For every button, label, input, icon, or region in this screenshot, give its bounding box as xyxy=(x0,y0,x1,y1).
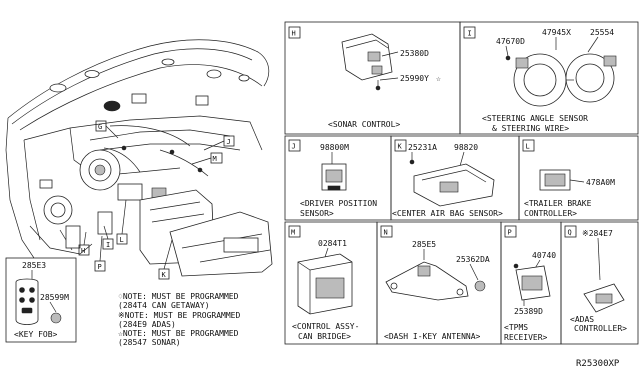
panel-j-letter: J xyxy=(292,143,296,151)
part-25554: 25554 xyxy=(590,28,614,37)
key-fob-caption: <KEY FOB> xyxy=(14,330,58,339)
key-blade xyxy=(50,312,62,324)
antenna-clip xyxy=(474,280,486,292)
note-line-6: (28547 SONAR) xyxy=(118,338,181,347)
callout-g: G xyxy=(98,123,102,131)
i-key-antenna xyxy=(385,261,469,301)
panel-n-caption: <DASH I-KEY ANTENNA> xyxy=(384,332,481,341)
part-25362da: 25362DA xyxy=(456,255,490,264)
panel-k-letter: K xyxy=(398,143,403,151)
part-98820: 98820 xyxy=(454,143,478,152)
panel-q-caption-2: CONTROLLER> xyxy=(574,324,627,333)
note-line-5: ☆NOTE: MUST BE PROGRAMMED xyxy=(118,329,239,338)
part-25389d: 25389D xyxy=(514,307,543,316)
panel-m-letter: M xyxy=(291,229,295,237)
diagram-id: R25300XP xyxy=(576,359,620,369)
callout-m: M xyxy=(213,155,217,163)
panel-l-caption-2: CONTROLLER> xyxy=(524,209,577,218)
callout-i: I xyxy=(106,241,110,249)
part-47945x: 47945X xyxy=(542,28,571,37)
panel-i-caption-2: & STEERING WIRE> xyxy=(492,124,569,133)
part-98800m: 98800M xyxy=(320,143,349,152)
key-fob-body xyxy=(15,278,39,325)
callout-p: P xyxy=(98,263,102,271)
panel-p-caption-1: <TPMS xyxy=(504,323,528,332)
panel-q: ※284E7 <ADAS CONTROLLER> xyxy=(570,229,627,333)
panel-i-caption-1: <STEERING ANGLE SENSOR xyxy=(482,114,588,123)
panel-n: 285E5 25362DA <DASH I-KEY ANTENNA> xyxy=(384,240,490,341)
part-284e7: ※284E7 xyxy=(582,229,613,238)
panel-l-letter: L xyxy=(526,143,530,151)
part-0284t1: 0284T1 xyxy=(318,239,347,248)
panel-h: 25380D 25990Y ☆ <SONAR CONTROL> xyxy=(328,33,441,129)
part-25990y-mark: ☆ xyxy=(436,74,441,83)
panel-m-caption-2: CAN BRIDGE> xyxy=(298,332,351,341)
panel-h-caption: <SONAR CONTROL> xyxy=(328,120,400,129)
key-fob-frame xyxy=(5,257,77,343)
part-25380d: 25380D xyxy=(400,49,429,58)
panel-grid xyxy=(5,21,639,345)
panel-l: 478A0M <TRAILER BRAKE CONTROLLER> xyxy=(524,169,615,218)
panel-k-caption: <CENTER AIR BAG SENSOR> xyxy=(392,209,503,218)
panel-k: 25231A 98820 <CENTER AIR BAG SENSOR> xyxy=(392,143,503,218)
panel-l-frame xyxy=(518,135,639,221)
part-285e5: 285E5 xyxy=(412,240,436,249)
part-25231a: 25231A xyxy=(408,143,437,152)
key-fob-group: 285E3 28599M <KEY FOB> xyxy=(14,261,69,339)
callout-l: L xyxy=(120,236,124,244)
panel-m-caption-1: <CONTROL ASSY- xyxy=(292,322,359,331)
key-fob-part-285e3: 285E3 xyxy=(22,261,46,270)
sonar-control-unit xyxy=(341,33,393,81)
panel-i: 47670D 47945X 25554 <STEERING ANGLE SENS… xyxy=(482,28,617,133)
note-line-2: (284T4 CAN GETAWAY) xyxy=(118,301,210,310)
panel-l-caption-1: <TRAILER BRAKE xyxy=(524,199,592,208)
panel-letters: H I J K L M N P Q xyxy=(288,26,577,238)
panel-p-caption-2: RECEIVER> xyxy=(504,333,548,342)
part-40740: 40740 xyxy=(532,251,556,260)
panel-j-caption-2: SENSOR> xyxy=(300,209,334,218)
key-fob-part-28599m: 28599M xyxy=(40,293,69,302)
panel-q-caption-1: <ADAS xyxy=(570,315,594,324)
panel-m: 0284T1 <CONTROL ASSY- CAN BRIDGE> xyxy=(292,239,359,341)
panel-q-letter: Q xyxy=(568,229,572,237)
callout-h: H xyxy=(81,247,85,255)
callout-k: K xyxy=(162,271,167,279)
part-47670d: 47670D xyxy=(496,37,525,46)
main-callouts: G J M H I L P K xyxy=(78,120,235,280)
notes: ♢NOTE: MUST BE PROGRAMMED (284T4 CAN GET… xyxy=(118,292,240,347)
panel-h-letter: H xyxy=(292,30,296,38)
callout-j: J xyxy=(227,138,231,146)
panel-j-caption-1: <DRIVER POSITION xyxy=(300,199,377,208)
panel-p-letter: P xyxy=(508,229,512,237)
dashboard-illustration xyxy=(5,39,273,277)
panel-n-letter: N xyxy=(384,229,388,237)
panel-p: 40740 25389D <TPMS RECEIVER> xyxy=(504,251,556,342)
note-line-3: ※NOTE: MUST BE PROGRAMMED xyxy=(118,311,240,320)
note-line-4: (284E9 ADAS) xyxy=(118,320,176,329)
panel-q-frame xyxy=(560,221,639,345)
panel-i-letter: I xyxy=(468,30,472,38)
part-25990y: 25990Y xyxy=(400,74,429,83)
part-478a0m: 478A0M xyxy=(586,178,615,187)
panel-j: 98800M <DRIVER POSITION SENSOR> xyxy=(300,143,377,218)
note-line-1: ♢NOTE: MUST BE PROGRAMMED xyxy=(118,292,239,301)
panel-i-frame xyxy=(459,21,639,135)
